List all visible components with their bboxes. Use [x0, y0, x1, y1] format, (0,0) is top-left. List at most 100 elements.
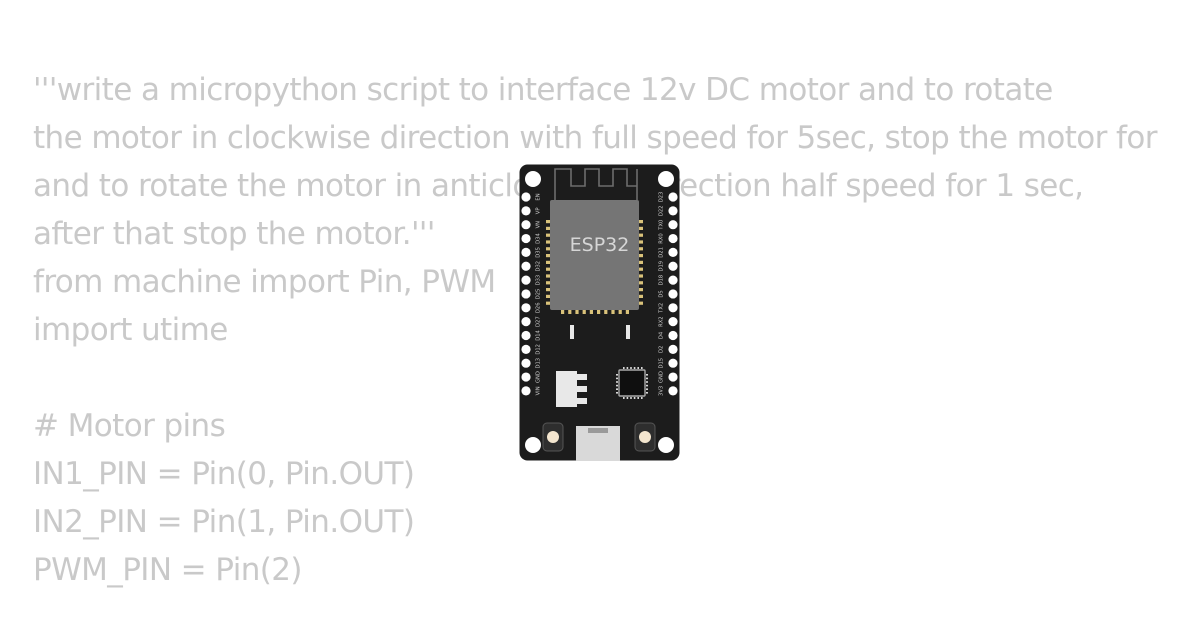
module-pad [604, 310, 608, 314]
code-line: from machine import Pin, PWM [33, 264, 496, 300]
right-pin-label: D2 [659, 346, 665, 353]
chip-pin [646, 392, 648, 394]
mounting-hole [658, 437, 674, 453]
regulator-lead [577, 374, 587, 380]
module-pad [546, 267, 550, 271]
right-pin-label: D5 [659, 290, 665, 297]
module-pad [546, 233, 550, 237]
chip-pin [616, 381, 618, 383]
module-pad [582, 310, 586, 314]
left-pin-hole [521, 317, 531, 327]
left-pin-label: D32 [536, 261, 542, 272]
module-pad [546, 274, 550, 278]
right-pin-hole [668, 233, 678, 244]
left-pin-label: GND [536, 371, 542, 383]
chip-pin [633, 367, 636, 369]
chip-pin [616, 377, 618, 380]
right-pin-label: D15 [659, 358, 665, 369]
chip-pin [626, 367, 629, 369]
right-pin-label: D21 [659, 247, 665, 258]
chip-pin [616, 392, 618, 394]
module-pad [546, 294, 550, 298]
esp32-module [550, 200, 639, 310]
module-pad [546, 247, 550, 251]
right-pin-hole [668, 192, 678, 202]
module-pad [546, 288, 550, 292]
left-pin-label: D14 [536, 330, 542, 341]
module-pad [639, 274, 643, 278]
right-pin-label: 3V3 [659, 386, 665, 396]
right-pin-hole [668, 220, 678, 230]
module-pad [639, 233, 643, 237]
chip-label: ESP32 [569, 234, 630, 256]
right-pin-hole [668, 386, 678, 396]
chip-pin [641, 367, 643, 369]
module-pad [546, 281, 550, 285]
left-pin-hole [521, 192, 531, 202]
left-pin-label: VN [536, 221, 542, 229]
left-pin-label: D25 [536, 289, 542, 300]
usb-serial-chip [618, 369, 646, 397]
left-pin-label: D27 [536, 316, 542, 327]
module-pad [611, 310, 615, 314]
module-pad [568, 310, 572, 314]
left-pin-hole [521, 220, 531, 230]
code-line: # Motor pins [33, 408, 226, 444]
left-pin-hole [521, 303, 531, 313]
usb-serial-chip-pins [616, 367, 648, 399]
left-pin-hole [521, 206, 531, 216]
regulator-lead [577, 398, 587, 404]
right-pin-label: GND [659, 371, 665, 383]
left-pin-hole [521, 261, 531, 271]
smd-component [570, 325, 574, 339]
chip-pin [623, 397, 625, 399]
right-pin-label: RX2 [659, 316, 665, 326]
right-pin-hole [668, 372, 678, 382]
left-pin-label: VP [536, 208, 542, 215]
code-line: after that stop the motor.''' [33, 216, 435, 252]
code-line: IN1_PIN = Pin(0, Pin.OUT) [33, 456, 415, 492]
chip-pin [646, 374, 648, 376]
module-pad [639, 240, 643, 244]
chip-pin [641, 397, 643, 399]
module-pad [546, 240, 550, 244]
chip-pin [646, 381, 648, 383]
right-pin-hole [668, 247, 678, 257]
chip-pin [626, 397, 629, 399]
chip-pin [637, 367, 639, 369]
left-pin-label: D26 [536, 302, 542, 313]
left-pin-hole [521, 358, 531, 368]
left-pin-label: D35 [536, 247, 542, 258]
smd-component [626, 325, 630, 339]
regulator-lead [577, 386, 587, 392]
right-pin-label: D23 [659, 192, 665, 203]
module-pad [639, 260, 643, 264]
chip-pin [646, 384, 648, 387]
code-line: the motor in clockwise direction with fu… [33, 120, 1157, 156]
code-text: '''write a micropython script to interfa… [33, 66, 1157, 594]
module-pad [639, 247, 643, 251]
chip-pin [616, 388, 618, 390]
module-pad [625, 310, 629, 314]
chip-pin [646, 377, 648, 380]
module-pad [639, 254, 643, 258]
left-pin-label: EN [536, 193, 542, 200]
module-pad [639, 301, 643, 305]
code-line: '''write a micropython script to interfa… [33, 72, 1053, 108]
voltage-regulator [556, 371, 577, 407]
right-pin-hole [668, 275, 678, 285]
right-pin-label: D18 [659, 275, 665, 286]
right-pin-label: D22 [659, 206, 665, 217]
right-pin-hole [668, 317, 678, 327]
right-pin-label: TX0 [659, 220, 665, 231]
mounting-hole [525, 171, 541, 187]
module-pad [639, 288, 643, 292]
right-pin-hole [668, 206, 678, 216]
left-pin-label: D12 [536, 344, 542, 355]
pin-holes [521, 192, 678, 396]
left-pin-hole [521, 372, 531, 382]
left-pin-hole [521, 330, 531, 341]
